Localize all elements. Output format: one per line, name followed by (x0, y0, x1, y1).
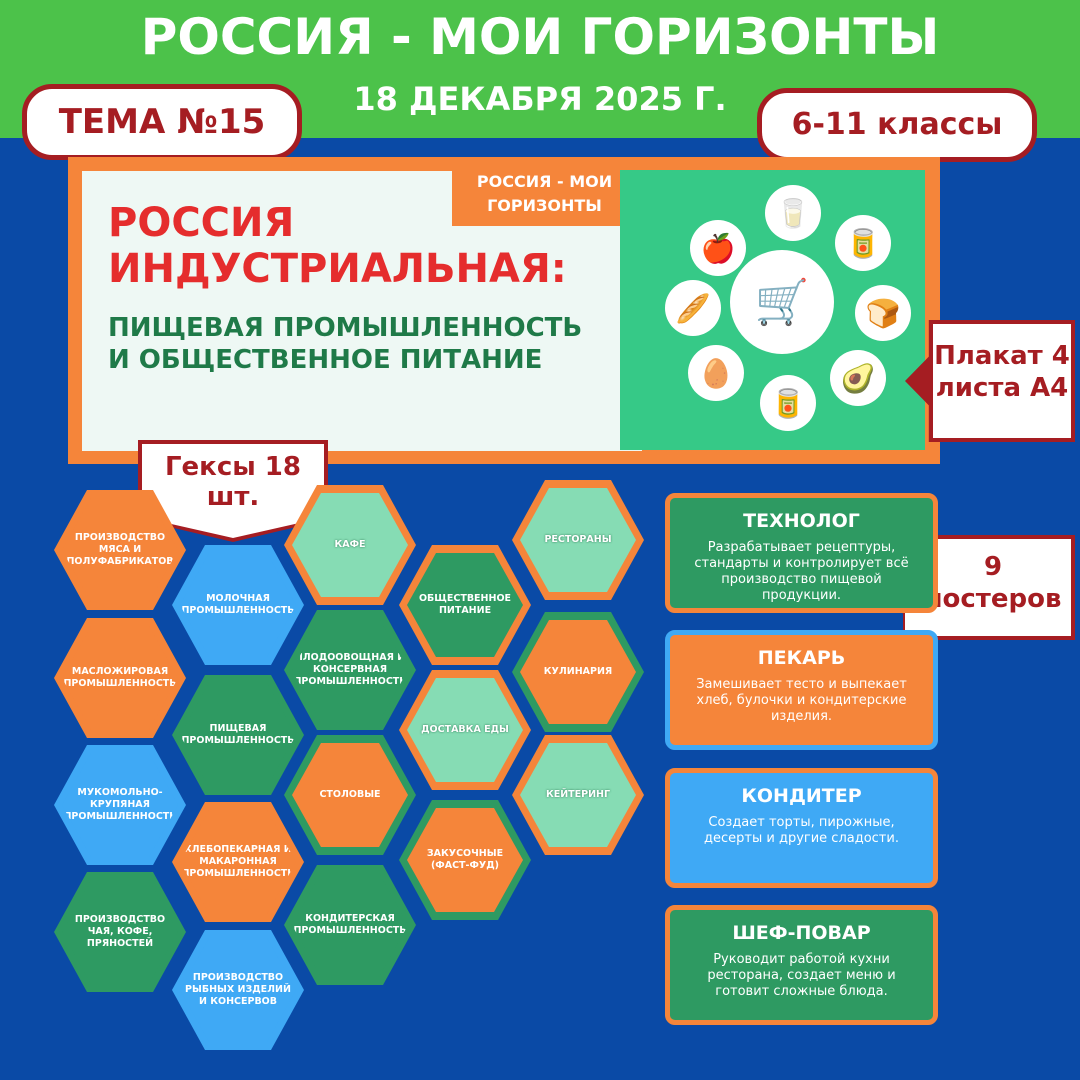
hex-label: ЗАКУСОЧНЫЕ (ФАСТ-ФУД) (426, 848, 504, 871)
hex-label: ДОСТАВКА ЕДЫ (421, 724, 509, 735)
profession-title: КОНДИТЕР (741, 785, 862, 807)
hex-label: МОЛОЧНАЯ ПРОМЫШЛЕННОСТЬ (181, 593, 295, 616)
hex-label: СТОЛОВЫЕ (319, 789, 381, 800)
banner-icons-panel: 🍎 🥛 🥫 🍞 🥑 🥫 🥚 🥖 🛒 (620, 170, 925, 450)
hex-face: ПИЩЕВАЯ ПРОМЫШЛЕННОСТЬ (180, 683, 296, 787)
hex-face: МАСЛОЖИРОВАЯ ПРОМЫШЛЕННОСТЬ (62, 626, 178, 730)
profession-description: Разрабатывает рецептуры, стандарты и кон… (694, 540, 909, 603)
profession-description: Замешивает тесто и выпекает хлеб, булочк… (696, 677, 907, 724)
profession-title: ТЕХНОЛОГ (743, 510, 860, 532)
hex-card: ПРОИЗВОДСТВО РЫБНЫХ ИЗДЕЛИЙ И КОНСЕРВОВ (172, 930, 304, 1050)
hex-label: РЕСТОРАНЫ (544, 534, 612, 545)
topic-badge: ТЕМА №15 (22, 84, 302, 160)
banner-tag: РОССИЯ - МОИ ГОРИЗОНТЫ (452, 158, 637, 226)
event-date: 18 ДЕКАБРЯ 2025 Г. (353, 80, 727, 118)
banner-subtitle: ПИЩЕВАЯ ПРОМЫШЛЕННОСТЬ И ОБЩЕСТВЕННОЕ ПИ… (108, 313, 583, 375)
hex-card: КОНДИТЕРСКАЯ ПРОМЫШЛЕННОСТЬ (284, 865, 416, 985)
hex-card: МАСЛОЖИРОВАЯ ПРОМЫШЛЕННОСТЬ (54, 618, 186, 738)
bread-icon: 🍞 (855, 285, 911, 341)
hex-card: ПРОИЗВОДСТВО ЧАЯ, КОФЕ, ПРЯНОСТЕЙ (54, 872, 186, 992)
hex-face: МУКОМОЛЬНО-КРУПЯНАЯ ПРОМЫШЛЕННОСТЬ (62, 753, 178, 857)
hex-face: КУЛИНАРИЯ (520, 620, 636, 724)
hex-face: КОНДИТЕРСКАЯ ПРОМЫШЛЕННОСТЬ (292, 873, 408, 977)
banner-title: РОССИЯ ИНДУСТРИАЛЬНАЯ: (108, 200, 567, 292)
hex-face: РЕСТОРАНЫ (520, 488, 636, 592)
profession-title: ШЕФ-ПОВАР (732, 922, 871, 944)
hex-card: СТОЛОВЫЕ (284, 735, 416, 855)
hex-label: ПРОИЗВОДСТВО МЯСА И ПОЛУФАБРИКАТОВ (66, 532, 174, 567)
cart-icon: 🛒 (730, 250, 834, 354)
hex-face: ЗАКУСОЧНЫЕ (ФАСТ-ФУД) (407, 808, 523, 912)
hex-card: КАФЕ (284, 485, 416, 605)
hex-label: ОБЩЕСТВЕННОЕ ПИТАНИЕ (418, 593, 512, 616)
hex-face: МОЛОЧНАЯ ПРОМЫШЛЕННОСТЬ (180, 553, 296, 657)
poster-callout-frame: Плакат 4 листа А4 (905, 320, 1075, 442)
hex-label: ПРОИЗВОДСТВО ЧАЯ, КОФЕ, ПРЯНОСТЕЙ (74, 914, 166, 949)
hex-label: КУЛИНАРИЯ (543, 666, 613, 677)
hex-face: ПЛОДООВОЩНАЯ И КОНСЕРВНАЯ ПРОМЫШЛЕННОСТЬ (292, 618, 408, 722)
profession-poster: КОНДИТЕР Создает торты, пирожные, десерты… (665, 768, 938, 888)
profession-poster: ПЕКАРЬ Замешивает тесто и выпекает хлеб, … (665, 630, 938, 750)
hex-label: ПРОИЗВОДСТВО РЫБНЫХ ИЗДЕЛИЙ И КОНСЕРВОВ (185, 972, 291, 1007)
hex-label: ПИЩЕВАЯ ПРОМЫШЛЕННОСТЬ (181, 723, 295, 746)
hex-card: ПЛОДООВОЩНАЯ И КОНСЕРВНАЯ ПРОМЫШЛЕННОСТЬ (284, 610, 416, 730)
hex-label: МАСЛОЖИРОВАЯ ПРОМЫШЛЕННОСТЬ (63, 666, 177, 689)
hex-face: СТОЛОВЫЕ (292, 743, 408, 847)
hex-card: МУКОМОЛЬНО-КРУПЯНАЯ ПРОМЫШЛЕННОСТЬ (54, 745, 186, 865)
hex-face: ПРОИЗВОДСТВО РЫБНЫХ ИЗДЕЛИЙ И КОНСЕРВОВ (180, 938, 296, 1042)
hex-card: КУЛИНАРИЯ (512, 612, 644, 732)
hex-face: ОБЩЕСТВЕННОЕ ПИТАНИЕ (407, 553, 523, 657)
hex-card: КЕЙТЕРИНГ (512, 735, 644, 855)
hex-face: ДОСТАВКА ЕДЫ (407, 678, 523, 782)
hex-label: КОНДИТЕРСКАЯ ПРОМЫШЛЕННОСТЬ (293, 913, 407, 936)
hex-face: ПРОИЗВОДСТВО ЧАЯ, КОФЕ, ПРЯНОСТЕЙ (62, 880, 178, 984)
hexes-callout: Гексы 18 шт. (142, 444, 324, 538)
profession-poster: ШЕФ-ПОВАР Руководит работой кухни рестора… (665, 905, 938, 1025)
hex-face: ХЛЕБОПЕКАРНАЯ И МАКАРОННАЯ ПРОМЫШЛЕННОСТ… (180, 810, 296, 914)
milk-icon: 🥛 (765, 185, 821, 241)
hex-label: МУКОМОЛЬНО-КРУПЯНАЯ ПРОМЫШЛЕННОСТЬ (63, 787, 177, 822)
hex-card: РЕСТОРАНЫ (512, 480, 644, 600)
avocado-icon: 🥑 (830, 350, 886, 406)
grades-badge: 6-11 классы (757, 88, 1037, 162)
hex-label: КЕЙТЕРИНГ (545, 789, 611, 800)
hex-card: ХЛЕБОПЕКАРНАЯ И МАКАРОННАЯ ПРОМЫШЛЕННОСТ… (172, 802, 304, 922)
hex-face: КАФЕ (292, 493, 408, 597)
hex-card: МОЛОЧНАЯ ПРОМЫШЛЕННОСТЬ (172, 545, 304, 665)
page-title: РОССИЯ - МОИ ГОРИЗОНТЫ (140, 8, 940, 66)
hex-card: ОБЩЕСТВЕННОЕ ПИТАНИЕ (399, 545, 531, 665)
can-icon: 🥫 (835, 215, 891, 271)
tin-icon: 🥫 (760, 375, 816, 431)
hex-card: ПРОИЗВОДСТВО МЯСА И ПОЛУФАБРИКАТОВ (54, 490, 186, 610)
profession-description: Руководит работой кухни ресторана, созда… (707, 952, 896, 999)
hex-card: ПИЩЕВАЯ ПРОМЫШЛЕННОСТЬ (172, 675, 304, 795)
hex-card: ДОСТАВКА ЕДЫ (399, 670, 531, 790)
eggs-icon: 🥚 (688, 345, 744, 401)
hex-card: ЗАКУСОЧНЫЕ (ФАСТ-ФУД) (399, 800, 531, 920)
hex-face: КЕЙТЕРИНГ (520, 743, 636, 847)
hex-label: ХЛЕБОПЕКАРНАЯ И МАКАРОННАЯ ПРОМЫШЛЕННОСТ… (181, 844, 295, 879)
profession-title: ПЕКАРЬ (757, 647, 846, 669)
poster-callout: Плакат 4 листа А4 (933, 324, 1071, 438)
profession-poster: ТЕХНОЛОГ Разрабатывает рецептуры, стандар… (665, 493, 938, 613)
profession-description: Создает торты, пирожные, десерты и други… (704, 815, 899, 846)
hex-label: КАФЕ (334, 539, 366, 550)
hex-face: ПРОИЗВОДСТВО МЯСА И ПОЛУФАБРИКАТОВ (62, 498, 178, 602)
baguette-icon: 🥖 (665, 280, 721, 336)
hex-label: ПЛОДООВОЩНАЯ И КОНСЕРВНАЯ ПРОМЫШЛЕННОСТЬ (293, 652, 407, 687)
apple-icon: 🍎 (690, 220, 746, 276)
